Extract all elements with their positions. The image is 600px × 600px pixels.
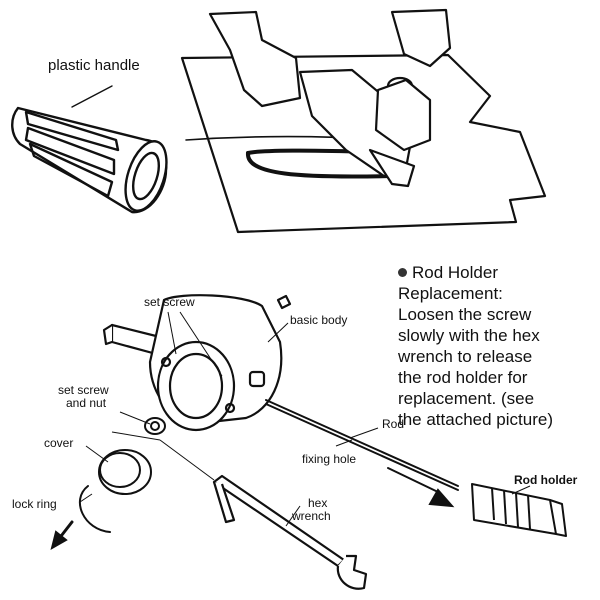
note-line: replacement. (see <box>398 389 535 408</box>
label-lock-ring: lock ring <box>12 497 57 511</box>
label-set-screw: set screw <box>144 295 195 309</box>
rod-holder-replacement-note: Rod Holder Replacement: Loosen the screw… <box>398 262 598 430</box>
note-line: wrench to release <box>398 347 533 366</box>
label-hex-wrench-line2: wrench <box>292 509 331 523</box>
label-set-screw-and-nut-line2: and nut <box>66 396 107 410</box>
label-rod: Rod <box>382 417 405 431</box>
hex-wrench-illustration <box>212 474 368 590</box>
label-rod-holder: Rod holder <box>514 473 578 487</box>
leader-lines <box>79 311 531 527</box>
tool-body-illustration <box>102 294 292 432</box>
note-line: the rod holder for <box>398 368 528 387</box>
bullet-icon <box>398 268 407 277</box>
set-screw-nut-illustration <box>144 417 166 435</box>
label-plastic-handle: plastic handle <box>48 57 140 74</box>
note-line: Replacement: <box>398 284 503 303</box>
note-line: slowly with the hex <box>398 326 540 345</box>
note-line: the attached picture) <box>398 410 553 429</box>
note-heading: Rod Holder <box>398 262 598 283</box>
cutting-scene-illustration <box>180 8 547 234</box>
label-cover: cover <box>44 436 74 450</box>
rod-illustration <box>265 399 459 508</box>
rod-holder-illustration <box>471 483 567 537</box>
label-set-screw-and-nut-line1: set screw <box>58 383 109 397</box>
label-hex-wrench-line1: hex <box>308 496 328 510</box>
label-basic-body: basic body <box>290 313 348 327</box>
label-fixing-hole: fixing hole <box>302 452 357 466</box>
note-line: Loosen the screw <box>398 305 532 324</box>
lock-ring-illustration <box>50 485 111 551</box>
plastic-handle-illustration <box>11 85 168 214</box>
cover-illustration <box>98 449 152 495</box>
note-line: Rod Holder <box>412 263 498 282</box>
